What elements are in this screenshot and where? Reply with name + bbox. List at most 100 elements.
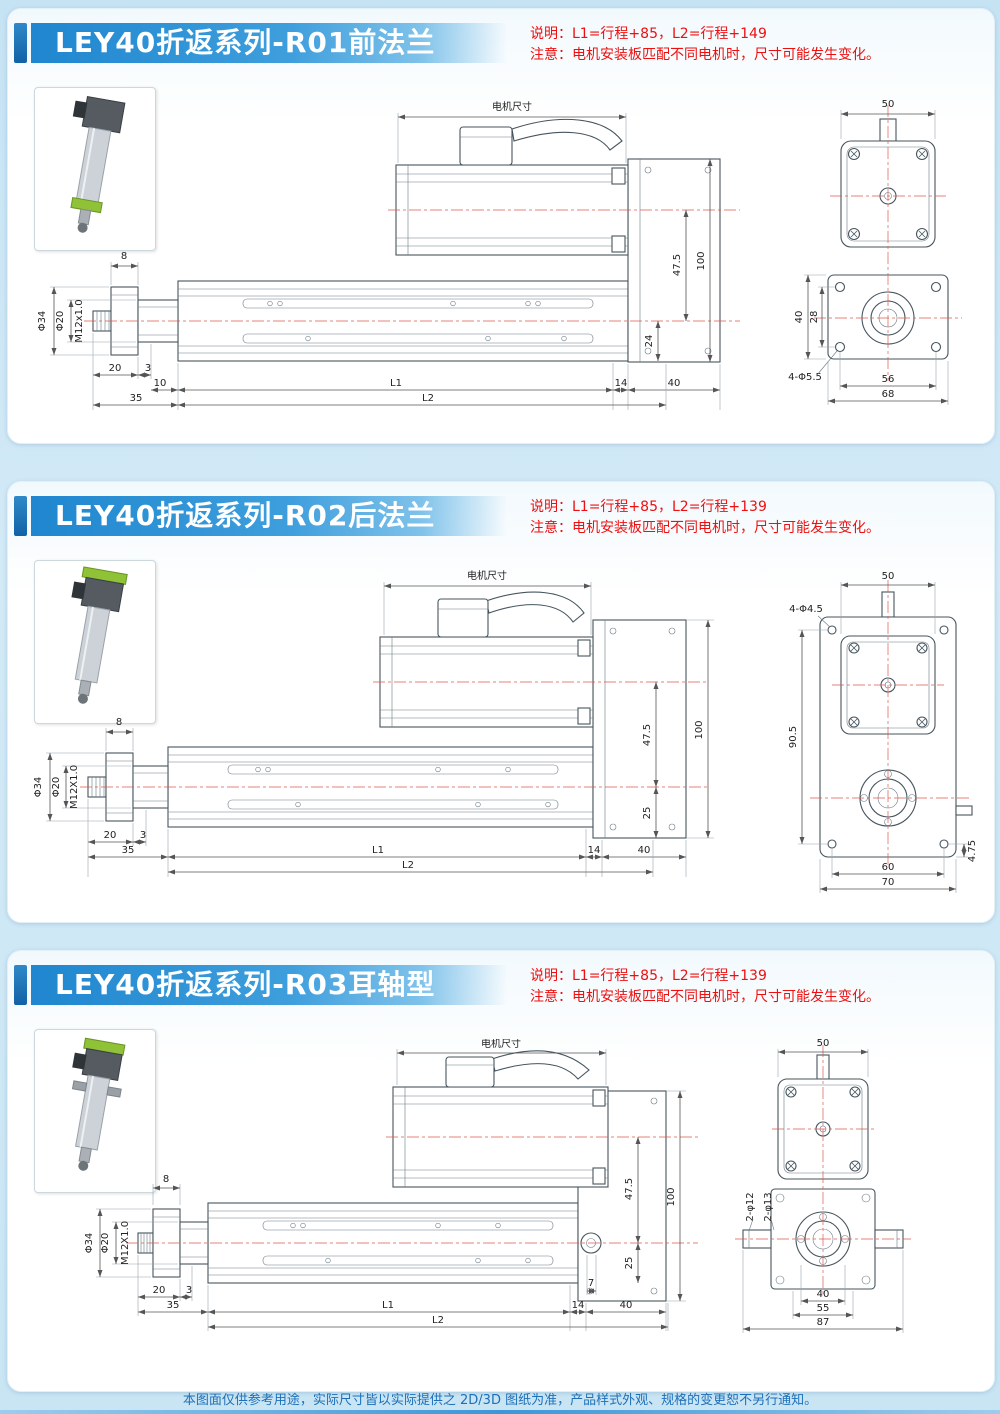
dim-label: 100 — [694, 720, 705, 739]
dim-label: Φ34 — [37, 311, 48, 332]
dim-label: 40 — [794, 311, 805, 324]
dim-label: 28 — [809, 311, 820, 324]
dim-label: 47.5 — [642, 724, 653, 746]
technical-drawing-r02: 电机尺寸 8 Φ34 Φ20 M12X1.0 20 3 35 L1 14 — [33, 570, 978, 893]
section-r02-panel: LEY40折返系列-R02后法兰 说明：L1=行程+85，L2=行程+139 注… — [7, 481, 995, 923]
dim-label: 10 — [154, 378, 167, 389]
section-notes: 说明：L1=行程+85，L2=行程+149 注意：电机安装板匹配不同电机时，尺寸… — [530, 24, 880, 66]
dim-label: 14 — [615, 378, 628, 389]
dim-label: 50 — [817, 1039, 830, 1049]
technical-drawing-r03: 电机尺寸 8 Φ34 Φ20 M12X1.0 20 3 7 35 L1 — [84, 1039, 911, 1333]
dim-label: 20 — [153, 1285, 166, 1296]
dim-label-motor-size: 电机尺寸 — [467, 570, 507, 582]
side-view: 电机尺寸 8 Φ34 Φ20 M12x1.0 20 3 10 L1 14 — [37, 100, 740, 410]
dim-label: M12X1.0 — [69, 765, 80, 809]
side-view: 电机尺寸 8 Φ34 Φ20 M12X1.0 20 3 35 L1 14 — [33, 570, 714, 877]
dim-label: 56 — [882, 374, 895, 385]
dim-label: 7 — [588, 1278, 594, 1289]
section-header: LEY40折返系列-R01前法兰 — [14, 23, 507, 63]
dim-label: 3 — [140, 830, 146, 841]
end-view: 50 2-φ12 2-φ13 40 55 87 — [735, 1039, 911, 1333]
product-thumbnail-r01 — [34, 87, 156, 251]
product-thumbnail-r03 — [34, 1029, 156, 1193]
dim-label: 20 — [109, 363, 122, 374]
product-thumbnail-r02 — [34, 560, 156, 724]
dim-label: 47.5 — [624, 1178, 635, 1200]
thumbnail-actuator — [70, 96, 126, 233]
dim-label: 20 — [104, 830, 117, 841]
dim-label: 87 — [817, 1317, 830, 1328]
dim-label-holes: 4-Φ4.5 — [789, 604, 823, 615]
dim-label: 40 — [620, 1300, 633, 1311]
dim-label: 40 — [638, 845, 651, 856]
dim-label: 50 — [882, 571, 895, 582]
note-warning: 注意：电机安装板匹配不同电机时，尺寸可能发生变化。 — [530, 989, 880, 1005]
dim-label: 8 — [121, 251, 127, 262]
dim-label: 100 — [666, 1187, 677, 1206]
dim-label-L1: L1 — [382, 1300, 394, 1311]
note-warning: 注意：电机安装板匹配不同电机时，尺寸可能发生变化。 — [530, 520, 880, 536]
dim-label: 25 — [642, 807, 653, 820]
dim-label: Φ34 — [84, 1233, 95, 1254]
section-title: LEY40折返系列-R01前法兰 — [31, 23, 507, 63]
end-view: 50 4-Φ4.5 90.5 4.75 60 70 — [788, 571, 978, 893]
dim-label: M12x1.0 — [74, 299, 85, 342]
dim-label-pin13: 2-φ13 — [763, 1192, 774, 1221]
dim-label: 3 — [145, 363, 151, 374]
note-warning: 注意：电机安装板匹配不同电机时，尺寸可能发生变化。 — [530, 47, 880, 63]
thumbnail-actuator — [71, 1037, 126, 1171]
side-view: 电机尺寸 8 Φ34 Φ20 M12X1.0 20 3 7 35 L1 — [84, 1039, 698, 1331]
header-accent-bar — [14, 23, 27, 63]
dim-label: 4.75 — [967, 840, 978, 862]
dim-label: 24 — [644, 335, 655, 348]
dim-label: 100 — [696, 251, 707, 270]
dim-label-L2: L2 — [422, 393, 434, 404]
note-spec: 说明：L1=行程+85，L2=行程+139 — [530, 499, 767, 515]
dim-label-L1: L1 — [372, 845, 384, 856]
dim-label: 90.5 — [788, 726, 799, 748]
note-spec: 说明：L1=行程+85，L2=行程+139 — [530, 968, 767, 984]
dim-label-holes: 4-Φ5.5 — [788, 372, 822, 383]
technical-drawing-r01: 电机尺寸 8 Φ34 Φ20 M12x1.0 20 3 10 L1 14 — [37, 99, 962, 410]
dim-label: Φ20 — [100, 1233, 111, 1254]
note-spec: 说明：L1=行程+85，L2=行程+149 — [530, 26, 767, 42]
header-accent-bar — [14, 965, 27, 1005]
dim-label: 25 — [624, 1257, 635, 1270]
dim-label: 47.5 — [672, 254, 683, 276]
dim-label: 8 — [163, 1174, 169, 1185]
dim-label: 68 — [882, 389, 895, 400]
footer-divider-line — [0, 1410, 1000, 1414]
section-header: LEY40折返系列-R02后法兰 — [14, 496, 507, 536]
dim-label: 50 — [882, 99, 895, 110]
dim-label: Φ34 — [33, 777, 44, 798]
dim-label: 35 — [167, 1300, 180, 1311]
section-notes: 说明：L1=行程+85，L2=行程+139 注意：电机安装板匹配不同电机时，尺寸… — [530, 497, 880, 539]
dim-label: 40 — [817, 1289, 830, 1300]
dim-label: Φ20 — [51, 777, 62, 798]
dim-label: 35 — [122, 845, 135, 856]
dim-label: 14 — [588, 845, 601, 856]
section-notes: 说明：L1=行程+85，L2=行程+139 注意：电机安装板匹配不同电机时，尺寸… — [530, 966, 880, 1008]
dim-label: Φ20 — [55, 311, 66, 332]
dim-label-motor-size: 电机尺寸 — [492, 100, 532, 113]
section-title: LEY40折返系列-R02后法兰 — [31, 496, 507, 536]
dim-label-pin12: 2-φ12 — [745, 1192, 756, 1221]
section-r01-panel: LEY40折返系列-R01前法兰 说明：L1=行程+85，L2=行程+149 注… — [7, 8, 995, 444]
section-header: LEY40折返系列-R03耳轴型 — [14, 965, 507, 1005]
dim-label: 3 — [186, 1285, 192, 1296]
dim-label-L1: L1 — [390, 378, 402, 389]
dim-label: 55 — [817, 1303, 830, 1314]
dim-label: 40 — [668, 378, 681, 389]
thumbnail-actuator — [71, 566, 128, 704]
dim-label: 35 — [130, 393, 143, 404]
end-view: 50 40 28 4-Φ5.5 56 68 — [788, 99, 962, 405]
section-r03-panel: LEY40折返系列-R03耳轴型 说明：L1=行程+85，L2=行程+139 注… — [7, 950, 995, 1392]
dim-label-L2: L2 — [432, 1315, 444, 1326]
section-title: LEY40折返系列-R03耳轴型 — [31, 965, 507, 1005]
dim-label: 8 — [116, 717, 122, 728]
header-accent-bar — [14, 496, 27, 536]
dim-label: 60 — [882, 862, 895, 873]
dim-label: M12X1.0 — [120, 1221, 131, 1265]
page-footer-disclaimer: 本图面仅供参考用途，实际尺寸皆以实际提供之 2D/3D 图纸为准，产品样式外观、… — [182, 1393, 818, 1408]
dim-label-L2: L2 — [402, 860, 414, 871]
